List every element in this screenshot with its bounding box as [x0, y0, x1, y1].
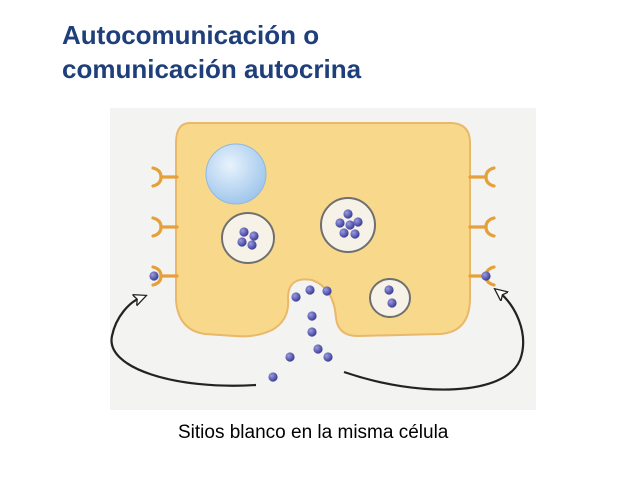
nucleus-icon [205, 143, 267, 205]
receptor-icon [468, 216, 496, 238]
curved-arrow-left-icon [110, 298, 257, 387]
bound-ligand-icon [481, 271, 491, 281]
title-line-2: comunicación autocrina [62, 54, 362, 84]
title-line-1: Autocomunicación o [62, 20, 320, 50]
vesicle-icon [320, 197, 376, 253]
receptor-icon [151, 166, 179, 188]
figure-caption: Sitios blanco en la misma célula [178, 422, 449, 443]
receptor-icon [151, 265, 179, 287]
vesicle-icon [221, 212, 275, 264]
receptor-icon [468, 166, 496, 188]
vesicle-icon [369, 278, 411, 318]
page-title: Autocomunicación o comunicación autocrin… [62, 18, 622, 86]
bound-ligand-icon [149, 271, 159, 281]
curved-arrow-right-icon [343, 293, 525, 391]
receptor-icon [151, 216, 179, 238]
